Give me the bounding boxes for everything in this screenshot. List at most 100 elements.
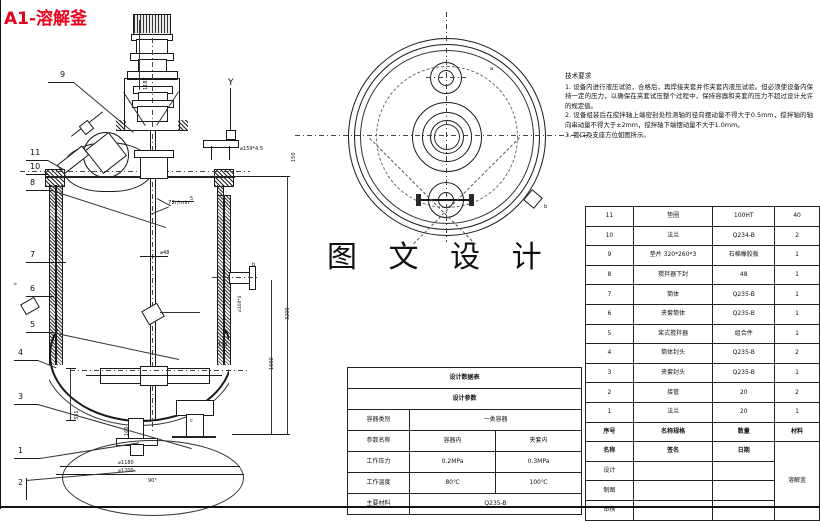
pedestal-left-edge	[124, 78, 125, 130]
title-block-header-cell: 签名	[632, 441, 714, 462]
dim-tick-bottom-top	[66, 368, 76, 369]
part-qty: 2	[774, 225, 820, 247]
part-no: 6	[585, 303, 634, 325]
plan-outer-circle	[348, 38, 546, 236]
vessel-plan-view: a b	[295, 12, 595, 245]
title-block-signature[interactable]	[632, 460, 714, 482]
balloon-9-underline	[48, 82, 74, 83]
jacket-shell-left	[49, 185, 56, 365]
dim-line-tower	[139, 20, 140, 90]
part-name: 法兰	[632, 225, 714, 247]
flange-centerline	[20, 171, 250, 172]
balloon-6: 6	[30, 284, 36, 293]
manhole-bolt	[78, 119, 95, 136]
part-qty: 1	[774, 362, 820, 384]
part-no: 2	[585, 382, 634, 403]
title-block-signature[interactable]	[632, 480, 714, 501]
balloon-8-underline	[26, 190, 52, 191]
part-spec: Q235-B	[712, 343, 776, 364]
shaft-left-edge	[150, 130, 151, 420]
param-label: 参数名称	[346, 430, 411, 452]
dim-bolt-circle: ⌀48	[160, 250, 170, 256]
vessel-elevation-view: Y 1187 ⌀159*4.5 150	[0, 0, 340, 516]
part-name: 垫圈	[632, 206, 714, 227]
technical-requirements-line: 2. 设备组装后在搅拌轴上端密封处检测轴的径向摆动量不得大于0.5mm，搅拌轴的…	[565, 111, 813, 129]
part-spec: 48	[712, 264, 776, 286]
part-spec: 石棉橡胶板	[712, 245, 776, 266]
design-class-row: 容器类别 一类容器	[346, 409, 582, 431]
balloon-3: 3	[18, 392, 24, 401]
part-name: 筒体封头	[632, 343, 714, 364]
side-nozzle-flange	[249, 266, 256, 290]
part-name: 夹套筒体	[632, 303, 714, 325]
balloon-8-leader	[51, 190, 167, 229]
part-spec: Q234-B	[712, 225, 776, 247]
drawing-title: A1-溶解釜	[4, 9, 88, 29]
parts-list-column-header: 材料	[774, 421, 820, 443]
part-no: 8	[585, 264, 634, 286]
jacket-top-right	[217, 195, 230, 196]
dim-line-thickness	[172, 201, 194, 202]
plan-centerline-horizontal	[295, 135, 595, 136]
balloon-8: 8	[30, 178, 36, 187]
design-subtitle: 设计参数	[347, 388, 582, 410]
nozzle-top-wall-left	[211, 146, 212, 160]
part-no: 10	[585, 225, 634, 247]
section-mark-y: Y	[228, 78, 234, 88]
shaft-seal-housing	[140, 155, 168, 179]
dim-tower-height: 1187	[143, 77, 149, 90]
part-qty: 1	[774, 323, 820, 345]
dim-left-nozzle: ⌀	[14, 282, 17, 287]
part-no: 7	[585, 284, 634, 305]
frame-leg-left	[116, 120, 126, 130]
balloon-9: 9	[60, 70, 66, 79]
mark-b-elevation: b	[252, 262, 256, 268]
design-row-label: 工作温度	[346, 472, 411, 494]
agitator-blade-upper	[141, 302, 165, 326]
design-title-row: 设计数据表	[347, 367, 582, 389]
dim-line-bottom	[70, 368, 71, 420]
plan-nozzle-b-endcap-right	[469, 194, 474, 206]
title-block-header-cell: 日期	[712, 441, 776, 462]
side-nozzle-neck	[229, 272, 251, 284]
title-block-role: 制图	[585, 480, 634, 501]
inner-shell-left	[56, 185, 63, 365]
dim-wall-thickness: 5	[190, 196, 194, 202]
lower-left-nozzle	[20, 296, 40, 316]
title-block-signature[interactable]	[632, 499, 714, 521]
part-name: 接管	[632, 382, 714, 403]
balloon-2-leader	[26, 478, 27, 500]
section-mark-box	[226, 130, 236, 140]
dim-line-lower-height	[271, 280, 272, 434]
balloon-4-underline	[14, 360, 38, 361]
title-block-drawing-name: 溶解釜	[774, 441, 820, 521]
dim-line-vessel-height	[287, 176, 288, 434]
dim-ext-top	[232, 176, 290, 177]
title-block-date[interactable]	[712, 460, 776, 482]
nozzle-top-wall-right	[229, 146, 230, 160]
title-block-date[interactable]	[712, 480, 776, 501]
design-row: 工作压力 0.2MPa 0.3MPa	[346, 451, 582, 473]
part-qty: 1	[774, 284, 820, 305]
plan-hub-mid	[422, 112, 472, 162]
part-spec: Q235-B	[712, 362, 776, 384]
part-qty: 2	[774, 382, 820, 403]
balloon-11: 11	[30, 148, 41, 157]
dim-shaft-speed: 72r/min	[168, 200, 190, 206]
title-block-date[interactable]	[712, 499, 776, 521]
part-name: 夹套封头	[632, 362, 714, 384]
support-base-plate	[172, 436, 216, 438]
part-qty: 1	[774, 401, 820, 423]
dim-ext-bottom	[232, 434, 290, 435]
top-flange-right	[214, 169, 234, 187]
balloon-6-underline	[26, 296, 54, 297]
technical-requirements-line: 1. 设备内进行液压试验，合格后，再焊接夹套并作夹套内液压试验。但必须使设备内保…	[565, 82, 813, 110]
plan-nozzle-b-endcap-left	[416, 194, 421, 206]
material-value: Q235-B	[409, 493, 582, 515]
plan-shell-circle	[354, 44, 540, 230]
balloon-7: 7	[30, 250, 36, 259]
part-name: 搅拌器下封	[632, 264, 714, 286]
